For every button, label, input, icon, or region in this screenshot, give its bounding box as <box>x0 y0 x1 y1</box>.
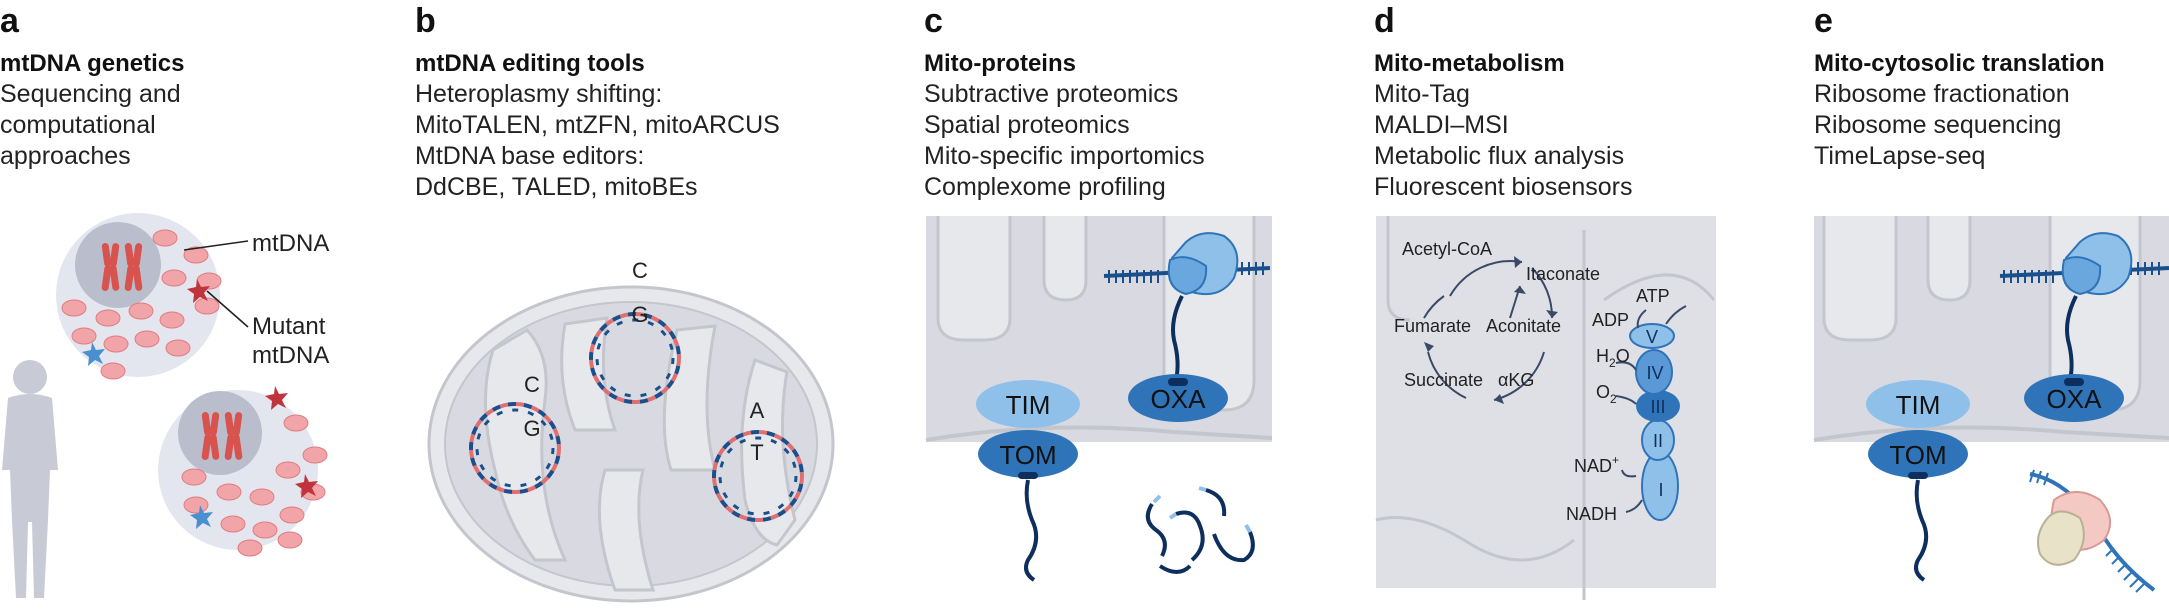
metabolite-fumarate: Fumarate <box>1394 316 1471 336</box>
label-mtdna: mtDNA <box>252 230 329 257</box>
base-label: G <box>631 302 648 327</box>
base-label: C <box>524 372 540 397</box>
tim-label: TIM <box>1896 390 1941 420</box>
panel-a: a mtDNA genetics Sequencing and computat… <box>0 0 380 610</box>
mitochondrion-illustration: C G C G A T <box>427 258 835 603</box>
metabolite-akg: αKG <box>1498 370 1534 390</box>
panel-letter: e <box>1814 2 1833 40</box>
cell-lower <box>158 386 328 557</box>
panel-line: Fluorescent biosensors <box>1374 173 1633 201</box>
panel-line: approaches <box>0 142 131 170</box>
leader-line <box>206 290 249 328</box>
panel-e: e Mito-cytosolic translation Ribosome fr… <box>1813 0 2169 610</box>
mtdna-cells-illustration: mtDNA Mutant mtDNA <box>2 213 329 598</box>
person-silhouette-icon <box>2 360 58 598</box>
metabolism-illustration: Acetyl-CoA Itaconate Fumarate Aconitate … <box>1375 216 1716 600</box>
panel-title: mtDNA genetics <box>0 50 185 77</box>
mtdna-ring <box>469 402 561 494</box>
metabolite-o2: O2 <box>1596 382 1617 406</box>
metabolite-nadh: NADH <box>1566 504 1617 524</box>
label-mutant: Mutant <box>252 313 326 340</box>
metabolite-adp: ADP <box>1592 310 1629 330</box>
complex-iii-label: III <box>1650 397 1665 417</box>
mutant-mtdna-star-icon <box>265 386 288 410</box>
panel-b: b mtDNA editing tools Heteroplasmy shift… <box>415 0 855 610</box>
mutant-mtdna-star-icon <box>187 279 210 303</box>
panel-letter: c <box>924 2 943 40</box>
translation-illustration: OXA TIM TOM <box>1813 216 2169 593</box>
panel-line: Ribosome sequencing <box>1814 111 2062 139</box>
panel-line: Spatial proteomics <box>924 111 1130 139</box>
cell-upper <box>56 213 222 380</box>
panel-letter: a <box>0 2 19 40</box>
panel-line: Complexome profiling <box>924 173 1166 201</box>
tim-complex: TIM <box>1866 380 1970 428</box>
tom-complex: TOM <box>978 430 1078 479</box>
complex-ii-label: II <box>1653 431 1663 451</box>
panel-line: computational <box>0 111 156 139</box>
panel-line: Ribosome fractionation <box>1814 80 2070 108</box>
blue-star-icon <box>190 505 213 529</box>
panel-c: c Mito-proteins Subtractive proteomics S… <box>924 0 1274 610</box>
panel-line: DdCBE, TALED, mitoBEs <box>415 173 698 201</box>
metabolite-itaconate: Itaconate <box>1526 264 1600 284</box>
tom-label: TOM <box>999 440 1056 470</box>
complex-i-label: I <box>1658 480 1663 500</box>
base-label: C <box>632 258 648 283</box>
metabolite-atp: ATP <box>1636 286 1670 306</box>
ribosome-icon <box>1999 232 2169 296</box>
panel-title: mtDNA editing tools <box>415 50 645 77</box>
metabolite-succinate: Succinate <box>1404 370 1483 390</box>
panel-line: Subtractive proteomics <box>924 80 1179 108</box>
metabolite-acetyl-coa: Acetyl-CoA <box>1402 239 1492 259</box>
metabolite-nad: NAD+ <box>1574 453 1619 476</box>
panel-line: Heteroplasmy shifting: <box>415 80 663 108</box>
base-label: T <box>750 440 763 465</box>
panel-line: TimeLapse-seq <box>1814 142 1986 170</box>
tim-complex: TIM <box>976 380 1080 428</box>
panel-letter: b <box>415 2 436 40</box>
panel-letter: d <box>1374 2 1395 40</box>
peptide-fragments <box>1145 486 1255 574</box>
panel-d: d Mito-metabolism Mito-Tag MALDI–MSI Met… <box>1374 0 1724 610</box>
panel-line: MitoTALEN, mtZFN, mitoARCUS <box>415 111 780 139</box>
mtdna-ring <box>589 312 681 404</box>
ribosome-icon <box>1103 232 1271 296</box>
tim-label: TIM <box>1006 390 1051 420</box>
base-label: G <box>523 416 540 441</box>
panel-title: Mito-metabolism <box>1374 50 1565 77</box>
protein-import-illustration: OXA TIM TOM <box>925 216 1273 582</box>
panel-title: Mito-proteins <box>924 50 1076 77</box>
label-mutant-mtdna: mtDNA <box>252 342 329 369</box>
panel-line: MALDI–MSI <box>1374 111 1509 139</box>
panel-line: Sequencing and <box>0 80 181 108</box>
leader-line <box>183 240 249 251</box>
panel-line: Mito-Tag <box>1374 80 1470 108</box>
mutant-mtdna-star-icon <box>295 474 318 498</box>
complex-v-label: V <box>1646 327 1658 347</box>
panel-line: Mito-specific importomics <box>924 142 1205 170</box>
metabolite-h2o: H2O <box>1596 346 1630 370</box>
oxa-label: OXA <box>2047 384 2103 414</box>
oxa-complex: OXA <box>2024 374 2124 422</box>
base-label: A <box>750 398 765 423</box>
electron-transport-chain: V IV III II I <box>1629 323 1680 521</box>
oxa-complex: OXA <box>1128 374 1228 422</box>
mtdna-ring <box>712 430 804 522</box>
metabolite-aconitate: Aconitate <box>1486 316 1561 336</box>
tom-complex: TOM <box>1868 430 1968 479</box>
panel-title: Mito-cytosolic translation <box>1814 50 2105 77</box>
cytosolic-ribosome-icon <box>2029 469 2156 593</box>
tom-label: TOM <box>1889 440 1946 470</box>
panel-line: Metabolic flux analysis <box>1374 142 1625 170</box>
oxa-label: OXA <box>1151 384 1207 414</box>
panel-line: MtDNA base editors: <box>415 142 645 170</box>
complex-iv-label: IV <box>1646 363 1663 383</box>
blue-star-icon <box>82 342 105 366</box>
